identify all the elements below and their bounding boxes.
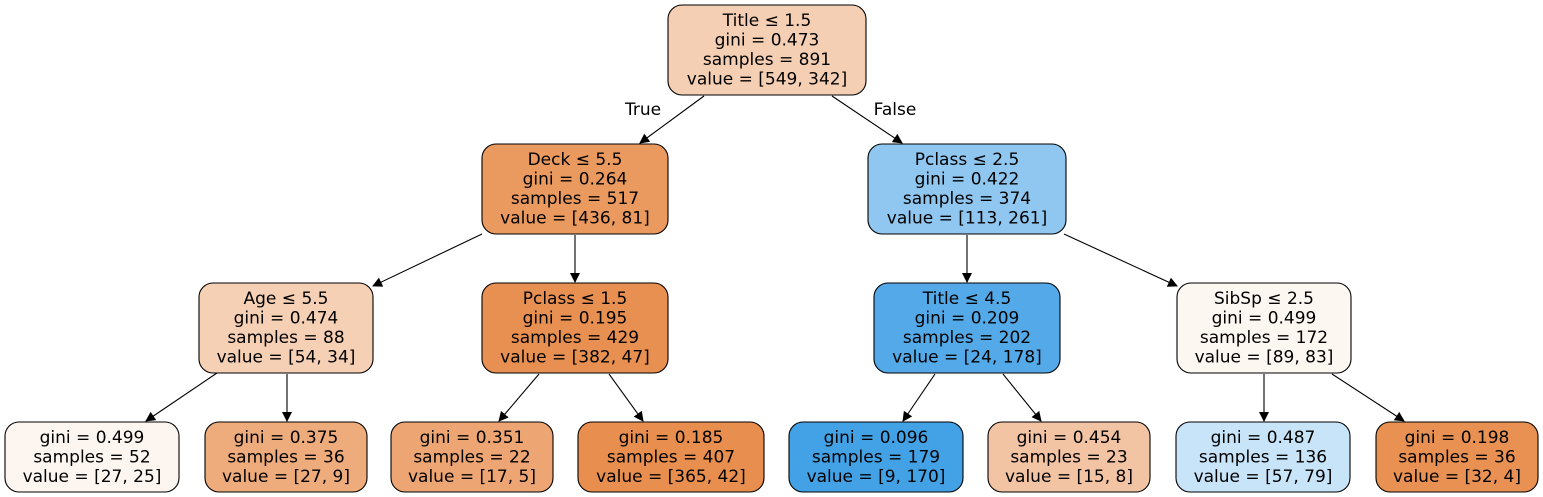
- node-line: Age ≤ 5.5: [244, 289, 329, 309]
- node-box: [1176, 282, 1352, 374]
- node-line: gini = 0.422: [915, 170, 1020, 190]
- node-line: Pclass ≤ 1.5: [523, 289, 628, 309]
- node-line: value = [27, 25]: [23, 467, 162, 487]
- node-line: samples = 374: [903, 189, 1031, 209]
- edges-layer: True False: [145, 95, 1405, 422]
- node-line: samples = 23: [1010, 447, 1127, 467]
- node-box: [4, 421, 180, 493]
- node-line: SibSp ≤ 2.5: [1214, 289, 1314, 309]
- node-box: [204, 421, 368, 493]
- node-line: gini = 0.096: [824, 428, 929, 448]
- node-line: samples = 36: [227, 447, 344, 467]
- node-line: samples = 429: [511, 328, 639, 348]
- node-line: gini = 0.474: [234, 309, 339, 329]
- node-line: samples = 136: [1199, 447, 1327, 467]
- node-box: [390, 421, 554, 493]
- node-line: samples = 52: [33, 447, 150, 467]
- edge-n1-n3: [372, 233, 483, 287]
- node-box: [987, 421, 1151, 493]
- node-line: Deck ≤ 5.5: [528, 150, 623, 170]
- node-line: samples = 172: [1200, 328, 1328, 348]
- node-box: [873, 282, 1061, 374]
- node-box: [867, 143, 1067, 235]
- node-box: [1375, 421, 1539, 493]
- node-line: value = [382, 47]: [500, 348, 650, 368]
- node-line: gini = 0.264: [523, 170, 628, 190]
- node-box: [667, 4, 867, 96]
- node-line: Title ≤ 1.5: [722, 11, 812, 31]
- node-line: Title ≤ 4.5: [922, 289, 1012, 309]
- edge-n5-n12: [1002, 373, 1042, 422]
- node-line: value = [113, 261]: [887, 209, 1047, 229]
- node-line: gini = 0.209: [915, 309, 1020, 329]
- node-box: [481, 282, 669, 374]
- node-line: value = [9, 170]: [807, 467, 946, 487]
- node-line: value = [27, 9]: [222, 467, 350, 487]
- edge-n6-n14: [1331, 373, 1405, 422]
- node-line: value = [15, 8]: [1005, 467, 1133, 487]
- node-line: value = [436, 81]: [500, 209, 650, 229]
- node-line: value = [17, 5]: [408, 467, 536, 487]
- node-line: gini = 0.185: [619, 428, 724, 448]
- node-line: samples = 202: [903, 328, 1031, 348]
- node-box: [577, 421, 765, 493]
- node-line: gini = 0.375: [234, 428, 339, 448]
- node-line: samples = 22: [413, 447, 530, 467]
- node-line: gini = 0.351: [420, 428, 525, 448]
- edge-n4-n10: [608, 373, 644, 422]
- node-line: gini = 0.499: [40, 428, 145, 448]
- edge-n3-n7: [145, 372, 218, 422]
- node-line: gini = 0.473: [715, 31, 820, 51]
- edge-n2-n6: [1063, 233, 1178, 287]
- edge-n5-n11: [902, 373, 936, 422]
- node-box: [198, 282, 374, 374]
- node-line: value = [549, 342]: [687, 70, 847, 90]
- node-line: samples = 407: [607, 447, 735, 467]
- node-box: [1175, 421, 1351, 493]
- node-line: samples = 36: [1398, 447, 1515, 467]
- node-line: Pclass ≤ 2.5: [915, 150, 1020, 170]
- edge-root-n2: [831, 95, 903, 144]
- node-line: samples = 179: [812, 447, 940, 467]
- edge-n4-n9: [498, 373, 540, 422]
- node-line: value = [24, 178]: [892, 348, 1042, 368]
- node-line: samples = 88: [227, 328, 344, 348]
- node-line: samples = 517: [511, 189, 639, 209]
- node-line: gini = 0.454: [1017, 428, 1122, 448]
- node-line: value = [32, 4]: [1393, 467, 1521, 487]
- edge-label-true: True: [624, 100, 661, 120]
- node-box: [481, 143, 669, 235]
- node-line: value = [365, 42]: [596, 467, 746, 487]
- node-box: [788, 421, 964, 493]
- edge-root-n1: [639, 95, 705, 144]
- node-line: value = [57, 79]: [1194, 467, 1333, 487]
- node-line: gini = 0.195: [523, 309, 628, 329]
- node-line: gini = 0.487: [1211, 428, 1316, 448]
- node-line: gini = 0.499: [1212, 309, 1317, 329]
- edge-label-false: False: [874, 100, 917, 120]
- node-line: value = [89, 83]: [1195, 348, 1334, 368]
- node-line: gini = 0.198: [1405, 428, 1510, 448]
- node-line: value = [54, 34]: [217, 348, 356, 368]
- node-line: samples = 891: [703, 50, 831, 70]
